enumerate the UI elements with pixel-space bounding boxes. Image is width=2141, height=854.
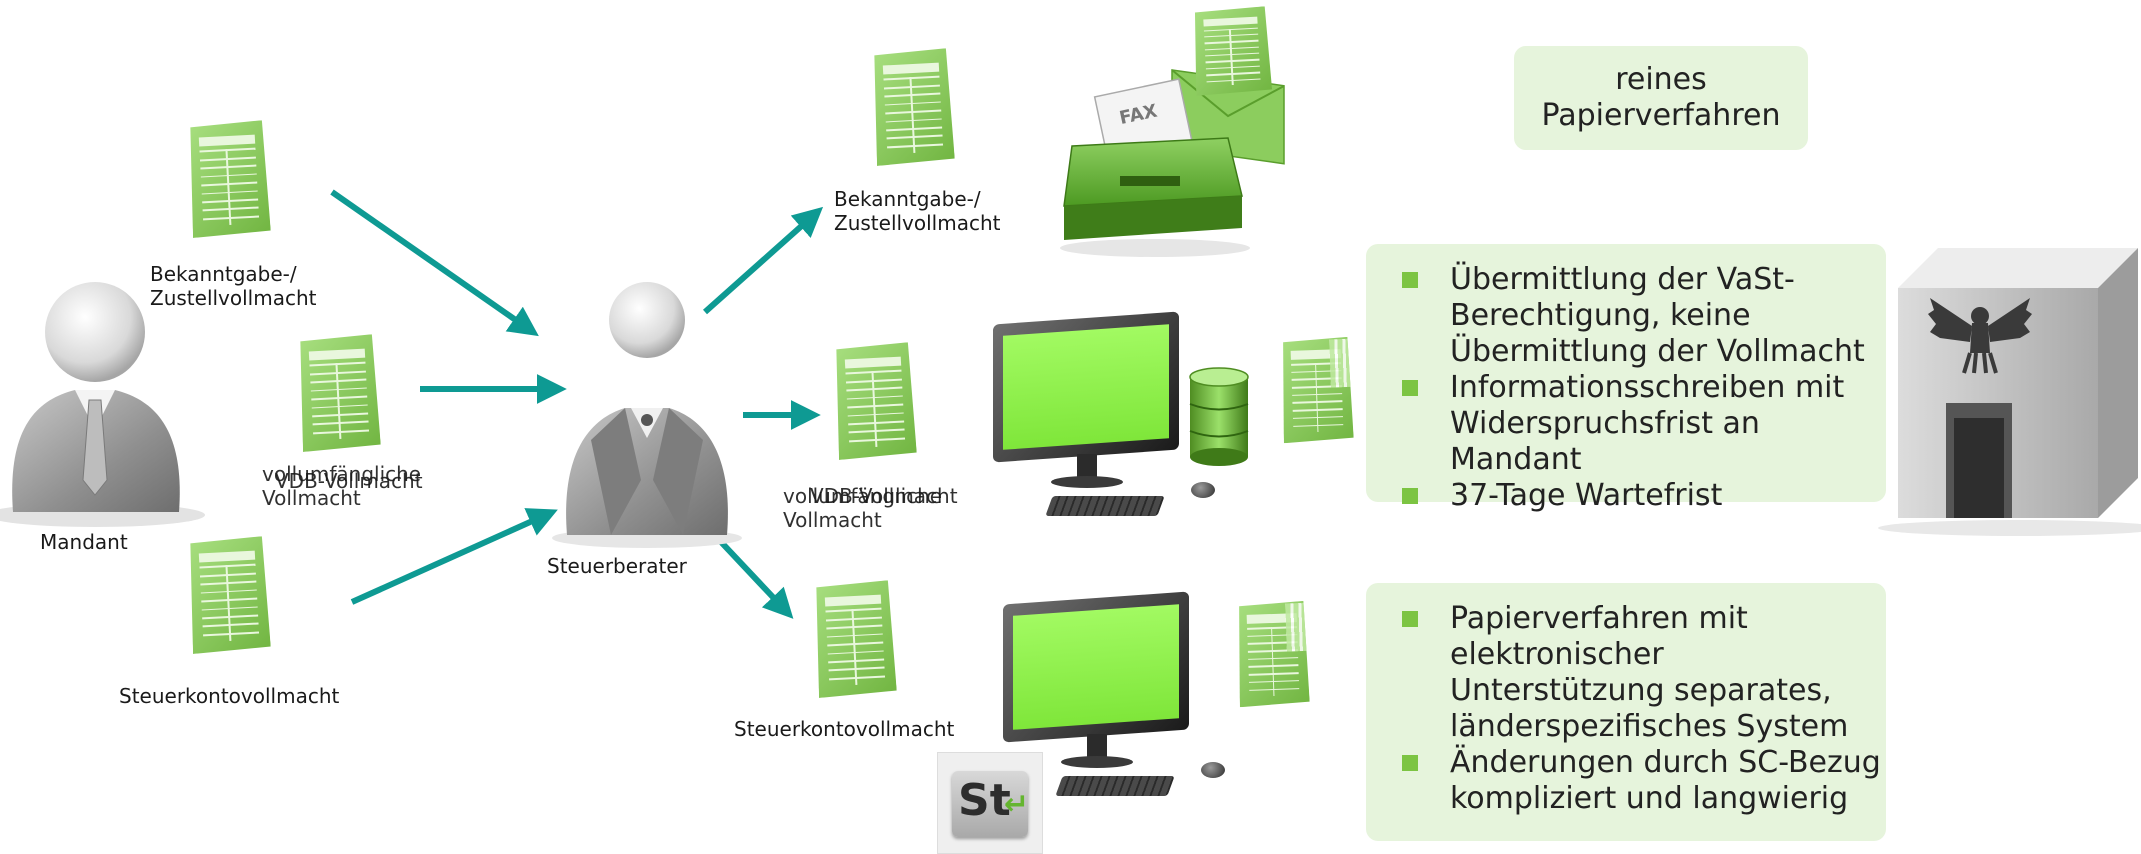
square-bullet-icon [1402, 611, 1418, 627]
federal-eagle-building-icon [1878, 248, 2141, 536]
bullet-text: 37-Tage Wartefrist [1450, 478, 1723, 513]
bullet-text: Übermittlung der VaSt- Berechtigung, kei… [1450, 262, 1865, 369]
st-logo-text: St [958, 775, 1011, 826]
square-bullet-icon [1402, 488, 1418, 504]
faxed-document-icon [1192, 6, 1272, 96]
flow-arrows [330, 189, 824, 619]
arrow-steuerberater-to-bekanntgabe [703, 206, 824, 315]
left-steuerkonto-label: Steuerkontovollmacht [119, 684, 340, 708]
square-bullet-icon [1402, 755, 1418, 771]
computer-monitor-icon [993, 311, 1233, 538]
mandant-label: Mandant [40, 530, 128, 554]
bullet-text: Papierverfahren mit elektronischer Unter… [1450, 601, 1849, 744]
left-vollumfaengliche-label: vollumfängliche Vollmacht [262, 462, 422, 510]
right-vdb-label: VDB-Vollmacht [810, 484, 958, 508]
left-vdb-label: VDB-Vollmacht [275, 469, 423, 493]
computer-monitor-icon [1003, 591, 1243, 818]
steuerberater-label: Steuerberater [547, 554, 687, 578]
square-bullet-icon [1402, 272, 1418, 288]
right-steuerkonto-document-icon [813, 580, 897, 698]
left-vollmacht-document-icon [297, 334, 381, 452]
mandant-person-icon [0, 282, 205, 527]
bullet-item: Informationsschreiben mit Widerspruchsfr… [1402, 370, 1882, 478]
arrow-bekanntgabe-to-steuerberater [330, 189, 539, 337]
digital-document-icon [1280, 337, 1354, 443]
enter-arrow-icon: ↵ [1004, 787, 1030, 822]
bullet-item: 37-Tage Wartefrist [1402, 478, 1882, 514]
arrow-steuerkonto-to-steuerberater [350, 508, 558, 605]
paper-procedure-box: reines Papierverfahren [1514, 46, 1808, 150]
right-vollumfaengliche-label: vollumfängliche Vollmacht [783, 484, 943, 532]
bullet-text: Änderungen durch SC-Bezug kompliziert un… [1450, 745, 1881, 816]
vast-procedure-box: Übermittlung der VaSt- Berechtigung, kei… [1366, 244, 1886, 513]
vast-procedure-bullets: Übermittlung der VaSt- Berechtigung, kei… [1402, 262, 1882, 514]
right-vollmacht-document-icon [833, 342, 917, 460]
fax-machine-icon: FAX [1060, 78, 1250, 257]
bullet-text: Informationsschreiben mit Widerspruchsfr… [1450, 370, 1845, 477]
left-steuerkonto-document-icon [187, 536, 271, 654]
right-steuerkonto-label: Steuerkontovollmacht [734, 717, 955, 741]
electronic-support-box: Papierverfahren mit elektronischer Unter… [1366, 583, 1886, 841]
left-bekanntgabe-label: Bekanntgabe-/ Zustellvollmacht [150, 262, 317, 310]
electronic-support-bullets: Papierverfahren mit elektronischer Unter… [1402, 601, 1882, 817]
square-bullet-icon [1402, 380, 1418, 396]
database-icon [1189, 367, 1249, 466]
right-bekanntgabe-document-icon [871, 48, 955, 166]
bullet-item: Änderungen durch SC-Bezug kompliziert un… [1402, 745, 1882, 817]
st-logo-icon: St ↵ [937, 752, 1043, 854]
right-bekanntgabe-label: Bekanntgabe-/ Zustellvollmacht [834, 187, 1001, 235]
paper-procedure-title: reines Papierverfahren [1541, 62, 1781, 133]
digital-document-icon [1236, 601, 1310, 707]
left-bekanntgabe-document-icon [187, 120, 271, 238]
bullet-item: Übermittlung der VaSt- Berechtigung, kei… [1402, 262, 1882, 370]
bullet-item: Papierverfahren mit elektronischer Unter… [1402, 601, 1882, 745]
steuerberater-person-icon [552, 282, 742, 548]
